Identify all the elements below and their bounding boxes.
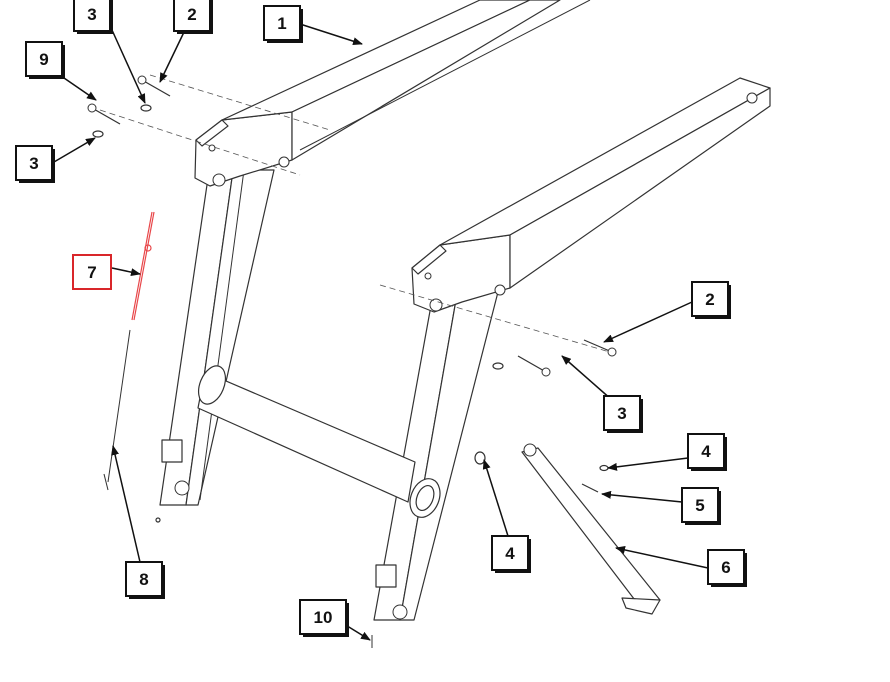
svg-text:10: 10 [314,608,333,627]
callout-5: 5 [681,487,721,525]
pin-part-5 [581,483,599,493]
callout-3-upper: 3 [73,0,113,34]
rod-part-8 [103,329,131,491]
svg-text:6: 6 [721,558,730,577]
svg-text:3: 3 [617,404,626,423]
bolt-part-10 [155,517,373,648]
callout-3-right: 3 [603,395,643,433]
pin-part-2-upper [137,75,171,97]
clip-part-4-right [599,464,609,472]
pin-part-2-right [583,339,617,357]
callout-3-left: 3 [15,145,55,183]
callout-9: 9 [25,41,65,79]
callout-10: 10 [299,599,349,637]
svg-text:2: 2 [187,5,196,24]
svg-text:4: 4 [701,442,711,461]
callout-6: 6 [707,549,747,587]
loader-frame-part-1 [159,0,771,621]
link-arm-part-6 [521,443,661,615]
assembly-axes [99,74,621,356]
callout-2-right: 2 [691,281,731,319]
leader-lines [53,23,709,641]
callout-2-upper: 2 [173,0,213,34]
svg-text:8: 8 [139,570,148,589]
clip-part-4-middle [474,451,486,465]
callout-7-highlighted[interactable]: 7 [72,254,112,290]
svg-text:7: 7 [87,263,96,282]
callout-4-middle: 4 [491,535,531,573]
callout-1: 1 [263,5,303,43]
callout-8: 8 [125,561,165,599]
callout-4-right: 4 [687,433,727,471]
callouts: 1 2 3 9 3 7 2 3 4 5 6 4 8 10 [15,0,747,637]
svg-text:9: 9 [39,50,48,69]
clip-part-3-left [92,130,104,138]
svg-text:2: 2 [705,290,714,309]
rod-part-7 [131,211,155,321]
bolt-part-9 [87,103,121,125]
svg-text:3: 3 [29,154,38,173]
svg-text:3: 3 [87,5,96,24]
svg-text:4: 4 [505,544,515,563]
pin-part-3-right [492,355,551,377]
svg-text:1: 1 [277,14,286,33]
svg-text:5: 5 [695,496,704,515]
clip-part-3-upper [140,104,152,112]
